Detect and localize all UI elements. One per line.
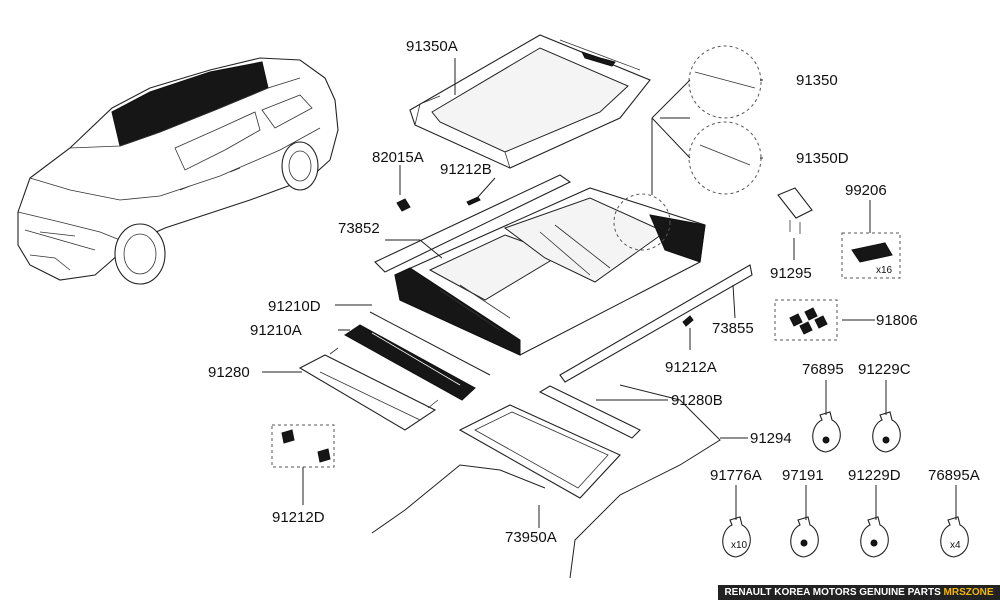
part-91212B-clip	[466, 196, 481, 206]
part-91280B-rail	[538, 385, 641, 439]
part-73855-rail	[559, 264, 753, 383]
part-roof-panel	[394, 187, 706, 356]
label-91229D: 91229D	[848, 467, 901, 484]
label-91210D: 91210D	[268, 298, 321, 315]
part-91210A-deflector	[344, 324, 476, 401]
detail-roof-zoom	[613, 193, 671, 251]
label-91806: 91806	[876, 312, 918, 329]
bag-76895	[812, 411, 841, 453]
leader-lines	[262, 79, 957, 528]
label-91350: 91350	[796, 72, 838, 89]
part-73852-rail	[374, 174, 572, 273]
label-91776A: 91776A	[710, 467, 762, 484]
label-91210A: 91210A	[250, 322, 302, 339]
bag-97191	[790, 516, 819, 558]
part-73950A-seal	[458, 404, 621, 499]
car-illustration	[17, 57, 339, 285]
detail-91350	[688, 45, 762, 119]
part-91280-sunshade	[298, 347, 439, 431]
bag-91776A	[722, 516, 751, 558]
label-73950A: 73950A	[505, 529, 557, 546]
part-91294-cable	[569, 384, 721, 579]
label-99206: 99206	[845, 182, 887, 199]
kit-99206-box	[841, 232, 901, 279]
label-91280: 91280	[208, 364, 250, 381]
label-91294: 91294	[750, 430, 792, 447]
label-76895A: 76895A	[928, 467, 980, 484]
kit-91806-box	[774, 299, 838, 341]
label-97191: 97191	[782, 467, 824, 484]
label-91350A: 91350A	[406, 38, 458, 55]
part-82015A-clip	[396, 198, 411, 212]
bag-91229C	[872, 411, 901, 453]
footer-accent: MRSZONE	[943, 587, 994, 598]
detail-91350D	[688, 121, 762, 195]
label-91295: 91295	[770, 265, 812, 282]
label-76895: 76895	[802, 361, 844, 378]
label-91212B: 91212B	[440, 161, 492, 178]
qty-99206: x16	[876, 265, 893, 276]
label-73852: 73852	[338, 220, 380, 237]
label-91350D: 91350D	[796, 150, 849, 167]
part-91350A-sunroof-frame	[409, 34, 651, 169]
bag-76895A	[940, 516, 969, 558]
footer-banner: RENAULT KOREA MOTORS GENUINE PARTS MRSZO…	[718, 585, 1000, 600]
part-91212A-clip	[682, 315, 694, 327]
bag-91229D	[860, 516, 889, 558]
part-91210D-strip	[369, 311, 491, 376]
label-91280B: 91280B	[671, 392, 723, 409]
label-91212D: 91212D	[272, 509, 325, 526]
label-82015A: 82015A	[372, 149, 424, 166]
qty-76895A: x4	[950, 540, 961, 551]
label-91212A: 91212A	[665, 359, 717, 376]
part-91295-motor	[777, 187, 813, 234]
label-73855: 73855	[712, 320, 754, 337]
footer-text: RENAULT KOREA MOTORS GENUINE PARTS	[724, 587, 941, 598]
qty-91776A: x10	[731, 540, 748, 551]
label-91229C: 91229C	[858, 361, 911, 378]
